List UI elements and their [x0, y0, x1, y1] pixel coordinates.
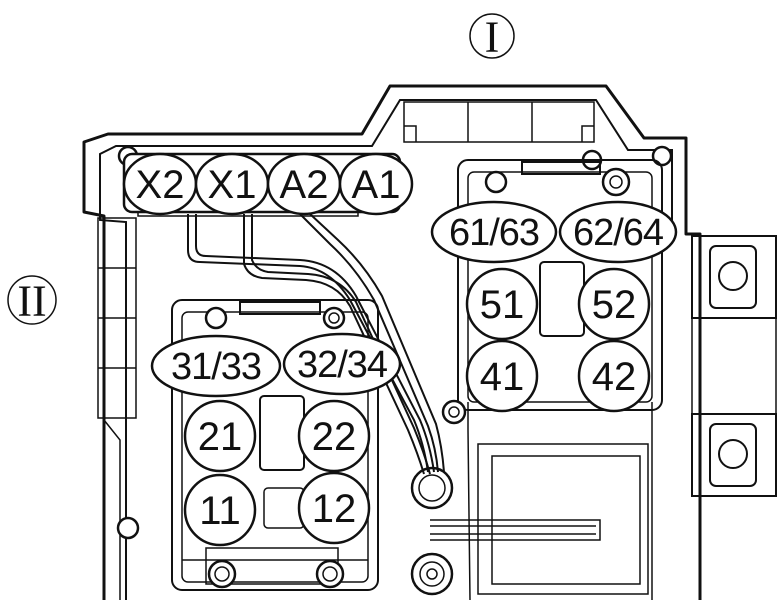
terminal-12-bubble [297, 471, 371, 545]
center-screw [441, 399, 467, 425]
top-terminals: X2 X1 A2 A1 [122, 152, 414, 216]
housing-outline [82, 84, 702, 600]
terminal-62-64-bubble [558, 200, 678, 264]
terminal-A2: A2 [280, 163, 329, 207]
label-II: II [17, 277, 46, 326]
right-contact-block [457, 159, 663, 601]
terminal-62-64: 62/64 [573, 212, 664, 254]
terminal-21-bubble [183, 399, 257, 473]
terminal-52: 52 [592, 283, 637, 327]
right-connectors [691, 235, 777, 497]
mount-hole-tr [651, 145, 673, 167]
terminal-51: 51 [480, 283, 525, 327]
terminal-A1-bubble [338, 152, 414, 216]
terminal-32-34: 32/34 [297, 344, 388, 386]
lower-right-area [430, 443, 649, 595]
terminal-X1: X1 [208, 163, 257, 207]
terminal-31-33: 31/33 [171, 346, 261, 388]
label-II-circle [7, 275, 57, 325]
terminal-41-bubble [465, 339, 539, 413]
terminal-42-bubble [577, 339, 651, 413]
terminal-41: 41 [480, 355, 525, 399]
terminal-22-bubble [297, 399, 371, 473]
terminal-21: 21 [198, 415, 243, 459]
terminal-52-bubble [577, 267, 651, 341]
terminal-42: 42 [592, 355, 637, 399]
left-contact-block [171, 299, 379, 591]
wires [137, 195, 445, 475]
label-II-group: II [7, 275, 57, 326]
top-cover [403, 101, 595, 143]
terminal-61-63: 61/63 [449, 212, 539, 254]
terminal-X2: X2 [136, 163, 185, 207]
wire-grommet [410, 466, 454, 510]
label-I: I [485, 13, 500, 62]
bottom-grommet [410, 552, 454, 596]
terminal-31-33-bubble [150, 334, 282, 398]
terminal-32-34-bubble [282, 332, 402, 396]
terminal-A1: A1 [352, 163, 401, 207]
mount-hole-bl [116, 516, 140, 540]
left-wall [97, 217, 137, 600]
label-I-group: I [469, 13, 515, 62]
terminal-61-63-bubble [430, 200, 558, 264]
housing-inner [99, 99, 673, 600]
terminal-51-bubble [465, 267, 539, 341]
label-I-circle [469, 13, 515, 59]
terminal-12: 12 [312, 487, 357, 531]
terminal-22: 22 [312, 415, 357, 459]
left-block-labels: 31/33 32/34 21 22 11 12 [150, 332, 402, 547]
right-block-labels: 61/63 62/64 51 52 41 42 [430, 200, 678, 413]
terminal-11: 11 [199, 489, 241, 533]
terminal-11-bubble [183, 473, 257, 547]
